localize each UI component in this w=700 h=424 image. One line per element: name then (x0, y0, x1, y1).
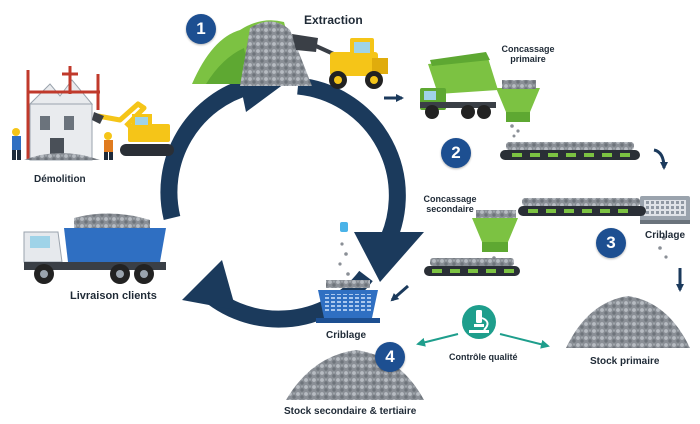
arrow-to-screen-4 (392, 286, 408, 300)
step-badge-4: 4 (375, 342, 405, 372)
label-secondary-crushing: Concassage secondaire (418, 194, 482, 215)
label-primary-crushing: Concassage primaire (496, 44, 560, 65)
secondary-crusher-icon (472, 210, 518, 265)
demolition-building-icon (24, 66, 100, 160)
label-customer-delivery: Livraison clients (70, 290, 157, 303)
conveyor-belt-3 (424, 258, 520, 276)
step-badge-2: 2 (441, 138, 471, 168)
cycle-arc-top (169, 86, 250, 218)
label-stock-secondary-tertiary: Stock secondaire & tertiaire (284, 406, 416, 418)
label-demolition: Démolition (34, 174, 86, 186)
label-secondary-crushing-line1: Concassage (418, 194, 482, 204)
label-screening-center: Criblage (326, 330, 366, 342)
label-stock-primary: Stock primaire (590, 356, 659, 368)
stock-primary-pile (566, 296, 690, 348)
step-badge-3: 3 (596, 228, 626, 258)
primary-crusher-icon (496, 80, 540, 138)
cycle-head-bottom (182, 260, 236, 310)
step-badge-1: 1 (186, 14, 216, 44)
cycle-head-right (354, 232, 424, 282)
green-dump-truck-icon (420, 52, 498, 119)
conveyor-belt-2 (518, 198, 646, 216)
label-screening-right: Criblage (645, 230, 685, 242)
label-primary-crushing-line2: primaire (496, 54, 560, 64)
screen-icon-right (640, 196, 690, 259)
label-secondary-crushing-line2: secondaire (418, 204, 482, 214)
dump-truck-icon (24, 213, 166, 284)
microscope-icon (462, 305, 496, 339)
arrow-to-screen-3 (654, 150, 664, 168)
label-primary-crushing-line1: Concassage (496, 44, 560, 54)
conveyor-belt-1 (500, 142, 640, 160)
label-extraction: Extraction (304, 14, 363, 28)
label-quality-control: Contrôle qualité (449, 352, 518, 362)
